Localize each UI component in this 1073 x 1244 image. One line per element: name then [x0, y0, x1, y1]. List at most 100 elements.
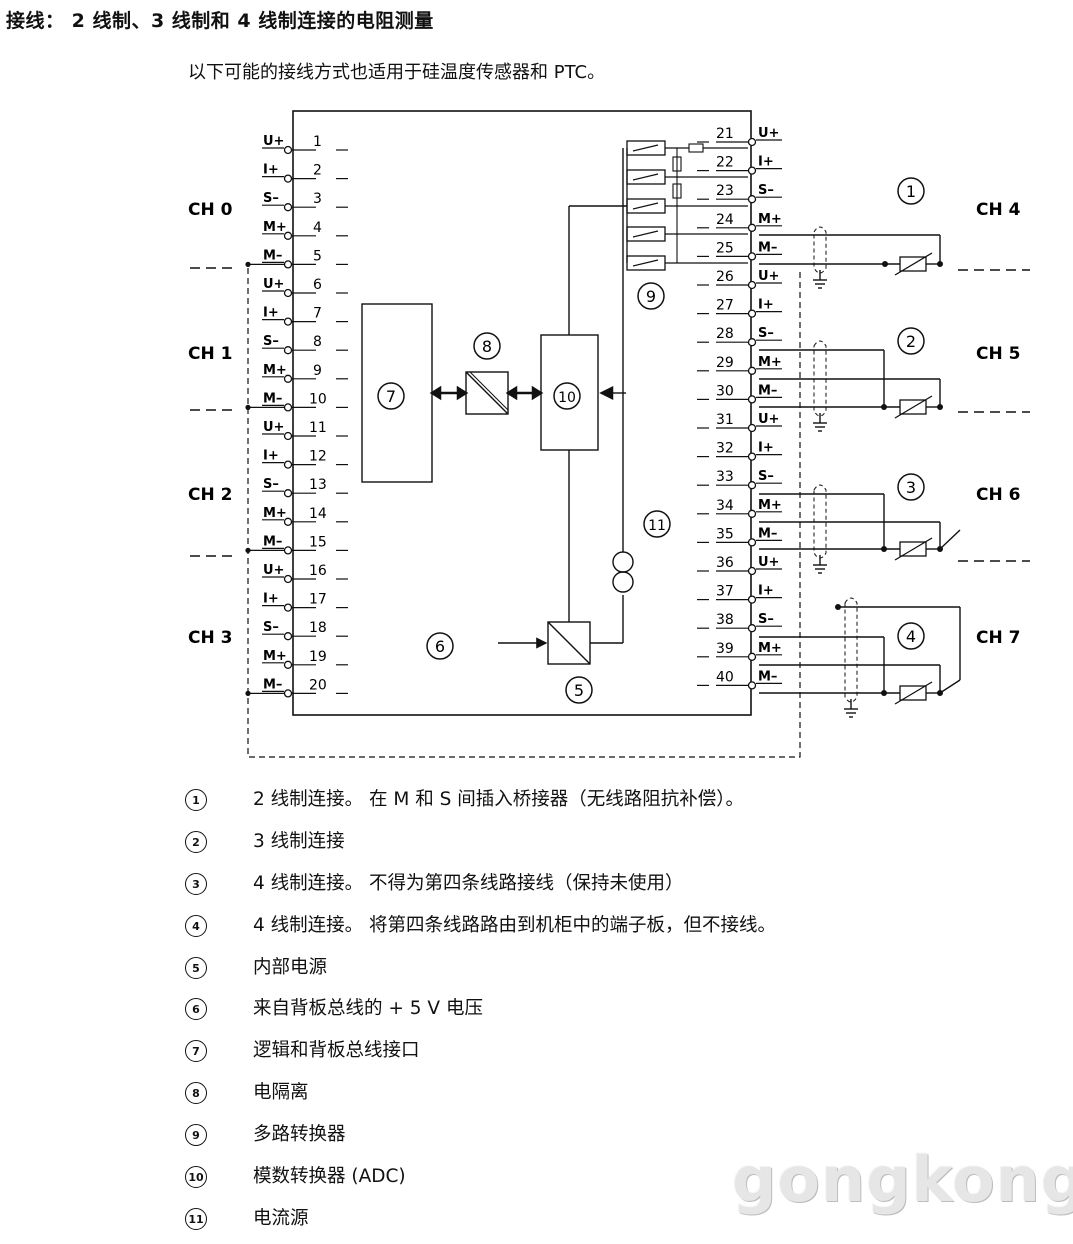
terminal-number: 13 — [309, 477, 327, 493]
terminal-signal-label: M+ — [263, 649, 287, 664]
channel-label-ch3: CH 3 — [188, 628, 232, 648]
junction-dots — [835, 261, 943, 696]
terminal-6: U+6 — [262, 277, 348, 298]
legend-text: 电流源 — [253, 1207, 309, 1229]
channel-label-ch4: CH 4 — [976, 200, 1021, 220]
terminal-signal-label: M– — [758, 240, 777, 255]
terminal-signal-label: M– — [758, 383, 777, 398]
terminal-12: I+12 — [262, 449, 348, 469]
terminal-pin — [283, 260, 293, 269]
terminal-number: 29 — [716, 355, 734, 371]
legend-number: 4 — [185, 914, 207, 937]
terminal-number: 1 — [313, 134, 322, 150]
svg-text:5: 5 — [574, 681, 584, 700]
terminal-pin — [747, 166, 757, 175]
terminal-pin — [283, 632, 293, 641]
terminal-pin — [747, 566, 757, 576]
terminal-signal-label: U+ — [758, 412, 779, 427]
terminal-5: M–5 — [245, 248, 348, 269]
legend-item: 9 多路转换器 — [185, 1118, 945, 1160]
svg-text:1: 1 — [906, 182, 916, 201]
terminal-pin — [283, 374, 293, 383]
internal-wires — [568, 148, 627, 644]
terminal-number: 10 — [309, 391, 327, 407]
callout-3: 3 — [897, 473, 925, 501]
terminal-pin — [283, 231, 293, 240]
terminal-pin — [747, 681, 757, 690]
channel-label-ch6: CH 6 — [976, 485, 1020, 505]
bus-arrows — [429, 385, 614, 401]
ground-symbols — [813, 270, 858, 718]
svg-text:6: 6 — [435, 637, 445, 656]
channel-label-ch5: CH 5 — [976, 344, 1020, 364]
terminal-signal-label: S– — [758, 326, 774, 341]
terminal-number: 2 — [313, 163, 322, 179]
terminal-signal-label: M– — [263, 677, 282, 692]
terminal-signal-label: U+ — [263, 563, 284, 578]
legend-number: 9 — [185, 1124, 207, 1147]
terminal-pin — [283, 317, 293, 326]
terminal-pin — [283, 489, 293, 498]
terminal-30: 30 M– — [697, 383, 782, 404]
terminal-signal-label: S– — [758, 183, 774, 198]
terminal-signal-label: S– — [263, 191, 279, 206]
junction-dot — [245, 261, 251, 267]
legend-number: 3 — [185, 872, 207, 895]
terminal-pin — [283, 574, 293, 584]
svg-text:10: 10 — [558, 390, 576, 406]
callout-8: 8 — [473, 332, 501, 360]
terminal-pin — [747, 624, 757, 633]
terminal-pin — [283, 288, 293, 298]
isolation-block — [465, 371, 509, 415]
terminal-number: 11 — [309, 420, 327, 436]
terminal-pin — [747, 595, 757, 604]
terminal-pin — [747, 452, 757, 461]
terminal-pin — [747, 137, 757, 147]
terminal-4: M+4 — [262, 220, 348, 240]
terminal-number: 20 — [309, 677, 327, 693]
terminal-16: U+16 — [262, 563, 348, 584]
terminal-pin — [283, 517, 293, 526]
terminal-8: S–8 — [262, 334, 348, 355]
channel-label-ch1: CH 1 — [188, 344, 232, 364]
watermark-logo: gongkong — [732, 1143, 1073, 1216]
callout-7: 7 — [377, 382, 405, 410]
terminal-pin — [283, 403, 293, 412]
current-source-symbol — [612, 551, 634, 593]
terminal-signal-label: S– — [758, 612, 774, 627]
terminal-7: I+7 — [262, 306, 348, 326]
terminal-pin — [747, 280, 757, 290]
terminal-signal-label: U+ — [263, 277, 284, 292]
legend-number: 7 — [185, 1040, 207, 1063]
terminal-17: I+17 — [262, 592, 348, 612]
legend-text: 多路转换器 — [253, 1124, 346, 1146]
terminal-number: 30 — [716, 383, 734, 399]
terminal-pin — [283, 603, 293, 612]
terminal-number: 34 — [716, 498, 734, 514]
terminal-number: 40 — [716, 669, 734, 685]
terminal-1: U+1 — [262, 134, 348, 155]
terminal-number: 3 — [313, 191, 322, 207]
callout-10: 10 — [553, 382, 581, 410]
svg-text:11: 11 — [648, 518, 666, 534]
terminal-signal-label: M+ — [758, 498, 782, 513]
svg-text:4: 4 — [906, 627, 916, 646]
terminal-signal-label: U+ — [758, 269, 779, 284]
legend-text: 模数转换器 (ADC) — [253, 1166, 406, 1188]
left-terminal-strip: U+1I+2S–3M+4M–5U+6I+7S–8M+9M–10U+11I+12S… — [245, 134, 348, 698]
terminal-signal-label: M– — [758, 526, 777, 541]
terminal-number: 24 — [716, 212, 734, 228]
